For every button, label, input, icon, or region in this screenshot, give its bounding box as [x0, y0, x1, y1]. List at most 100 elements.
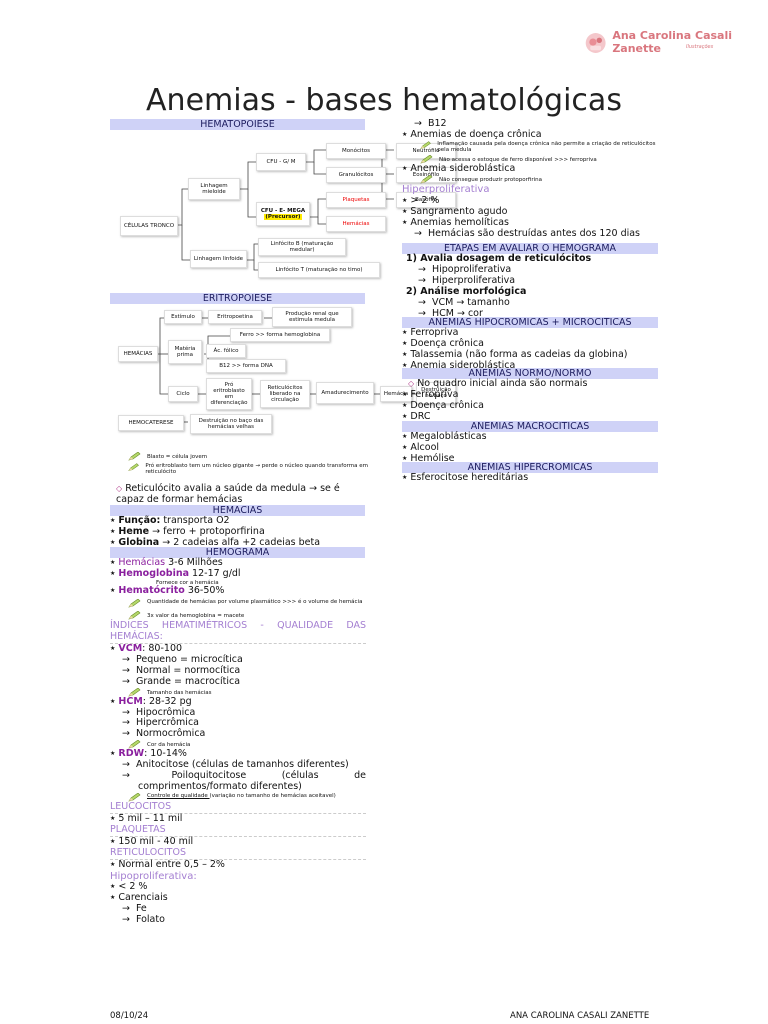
etapa-1-item: Hipoproliferativa [406, 264, 658, 276]
hematocrito-value: 36-50% [184, 585, 225, 597]
section-normo: ANEMIAS NORMO/NORMO [402, 368, 658, 379]
diamond-icon: ◇ [408, 379, 415, 388]
node-hemocaterese: HEMOCATERESE [118, 415, 184, 431]
cfu-emega-label: CFU - E- MEGA [260, 207, 306, 214]
hemoglobina-value: 12-17 g/dl [189, 567, 241, 579]
hcm-value: : 28-32 pg [142, 695, 192, 707]
right-sideroblastica: Anemia sideroblástica [402, 164, 658, 175]
hcm-row: HCM: 28-32 pg [110, 695, 366, 708]
hipo-micro-list: Ferropriva Doença crônica Talassemia (nã… [402, 327, 658, 372]
pencil-icon [128, 611, 141, 620]
note-reticulocito-text: Reticulócito avalia a saúde da medula → … [116, 483, 340, 505]
section-hemacias: HEMACIAS [110, 505, 365, 516]
hemacias-value: 3-6 Milhões [165, 557, 223, 568]
note-nao-acessa: Não acessa o estoque de ferro disponível… [402, 155, 658, 164]
vcm-item: Pequeno = microcítica [110, 654, 366, 666]
note-quantidade: Quantidade de hemácias por volume plasmá… [110, 599, 366, 608]
note-nao-consegue-text: Não consegue produzir protoporfirina [439, 177, 542, 184]
hemograma-list: Hemácias 3-6 Milhões Hemoglobina 12-17 g… [110, 557, 366, 926]
macro-item: Hemólise [402, 453, 658, 465]
normo-note-text: No quadro inicial ainda são normais [417, 378, 588, 389]
rdw-item-2-cont: comprimentos/formato diferentes) [138, 781, 302, 793]
macro-item: Megaloblásticas [402, 431, 658, 443]
carenciais-item: Folato [110, 914, 366, 926]
section-eritropoiese: ERITROPOIESE [110, 293, 365, 304]
right-anemias-doenca: Anemias de doença crônica [402, 129, 658, 141]
etapa-2: 2) Análise morfológica [406, 285, 527, 297]
indices-heading: ÍNDICES HEMATIMÉTRICOS - QUALIDADE DAS H… [110, 620, 366, 644]
heme-label: Heme [118, 525, 150, 537]
hemograma-hemoglobina: Hemoglobina 12-17 g/dl [110, 567, 366, 580]
globina-label: Globina [118, 536, 160, 548]
pencil-icon [420, 141, 431, 150]
carenciais-item: Fe [110, 903, 366, 915]
normo-item: DRC [402, 411, 658, 423]
diamond-icon: ◇ [116, 484, 123, 493]
note-tres-x-text: 3x valor da hemoglobina = macete [147, 613, 245, 620]
etapa-1-item: Hiperproliferativa [406, 275, 658, 287]
pencil-icon [128, 599, 141, 608]
node-granulocitos: Granulócitos [326, 167, 386, 183]
note-pro-eritroblasto-text: Pró eritroblasto tem um núcleo gigante →… [145, 463, 368, 476]
funcao-value: transporta O2 [160, 515, 230, 526]
hemacias-heme: Heme → ferro + protoporfirina [110, 525, 368, 538]
hemacias-list: Função: transporta O2 Heme → ferro + pro… [110, 515, 368, 549]
etapas-list: 1) Avalia dosagem de reticulócitos Hipop… [406, 253, 658, 320]
vcm-label: VCM [118, 642, 143, 654]
hipo-micro-item: Talassemia (não forma as cadeias da glob… [402, 349, 658, 361]
brand-subtitle: Ilustrações [686, 44, 714, 50]
brand-name: Ana Carolina Casali Zanette [612, 29, 733, 55]
rdw-item-2: Poiloquitocitose (células de [110, 770, 366, 782]
funcao-label: Função: [118, 515, 161, 526]
right-sangramento: Sangramento agudo [402, 206, 658, 218]
node-destruicao-baco: Destruição no baço das hemácias velhas [190, 414, 272, 434]
footer-date: 08/10/24 [110, 1011, 149, 1021]
vcm-value: : 80-100 [142, 642, 183, 654]
rdw-item2a: Poiloquitocitose [171, 770, 247, 782]
macro-list: Megaloblásticas Alcool Hemólise [402, 431, 658, 465]
node-linhagem-linfoide: Linhagem linfoide [190, 250, 247, 268]
hematocrito-label: Hematócrito [118, 585, 185, 597]
rdw-item: Anitocitose (células de tamanhos diferen… [110, 759, 366, 771]
vcm-item: Grande = macrocítica [110, 676, 366, 688]
node-producao-renal: Produção renal que estimula medula [272, 307, 352, 327]
globina-value: → 2 cadeias alfa +2 cadeias beta [159, 536, 321, 548]
note-controle: Controle de qualidade (variação no taman… [110, 792, 366, 802]
hcm-item: Normocrômica [110, 728, 366, 740]
etapa-1: 1) Avalia dosagem de reticulócitos [406, 253, 592, 264]
hemacias-globina: Globina → 2 cadeias alfa +2 cadeias beta [110, 536, 368, 549]
section-hematopoiese: HEMATOPOIESE [110, 119, 365, 130]
note-reticulocito: ◇ Reticulócito avalia a saúde da medula … [116, 483, 368, 506]
note-blasto: Blasto = célula jovem [128, 452, 368, 461]
etapa-2-item: HCM → cor [406, 308, 658, 320]
normo-item: Ferropriva [402, 389, 658, 401]
note-tamanho: Tamanho das hemácias [110, 688, 366, 697]
hipoproliferativa-heading: Hipoproliferativa: [110, 870, 197, 882]
hcm-item: Hipercrômica [110, 718, 366, 729]
hipo-value: < 2 % [110, 881, 366, 893]
note-cor-hemacia-text: Cor da hemácia [147, 742, 191, 749]
note-cor-hemacia: Cor da hemácia [110, 740, 366, 749]
hcm-label: HCM [118, 695, 143, 707]
node-linhagem-mieloide: Linhagem mieloide [188, 178, 240, 200]
hipo-micro-item: Anemia sideroblástica [402, 360, 658, 372]
note-pro-eritroblasto: Pró eritroblasto tem um núcleo gigante →… [128, 463, 368, 476]
page-title: Anemias - bases hematológicas [146, 83, 622, 118]
node-materia-prima: Matéria prima [168, 340, 202, 364]
node-ciclo: Ciclo [168, 386, 198, 402]
note-inflamacao-text: Inflamação causada pela doença crônica n… [437, 140, 656, 154]
section-hiper: ANEMIAS HIPERCROMICAS [402, 462, 658, 473]
rdw-value: : 10-14% [144, 748, 187, 760]
note-tamanho-text: Tamanho das hemácias [147, 689, 212, 696]
section-hipo-micro: ANEMIAS HIPOCROMICAS + MICROCITICAS [402, 317, 658, 328]
node-pro-eritroblasto: Pró eritroblasto em diferenciação [206, 378, 252, 410]
node-eritropoetina: Eritropoetina [208, 310, 262, 324]
macro-item: Alcool [402, 442, 658, 454]
rdw-item2c: de [354, 770, 366, 782]
brand-logo-icon [585, 33, 606, 53]
plaquetas-heading: PLAQUETAS [110, 824, 366, 837]
node-cfu-gm: CFU - G/ M [256, 153, 306, 171]
precursor-label: (Precursor) [264, 214, 302, 221]
hcm-item: Hipocrômica [110, 707, 366, 719]
carenciais: Carenciais [110, 892, 366, 904]
